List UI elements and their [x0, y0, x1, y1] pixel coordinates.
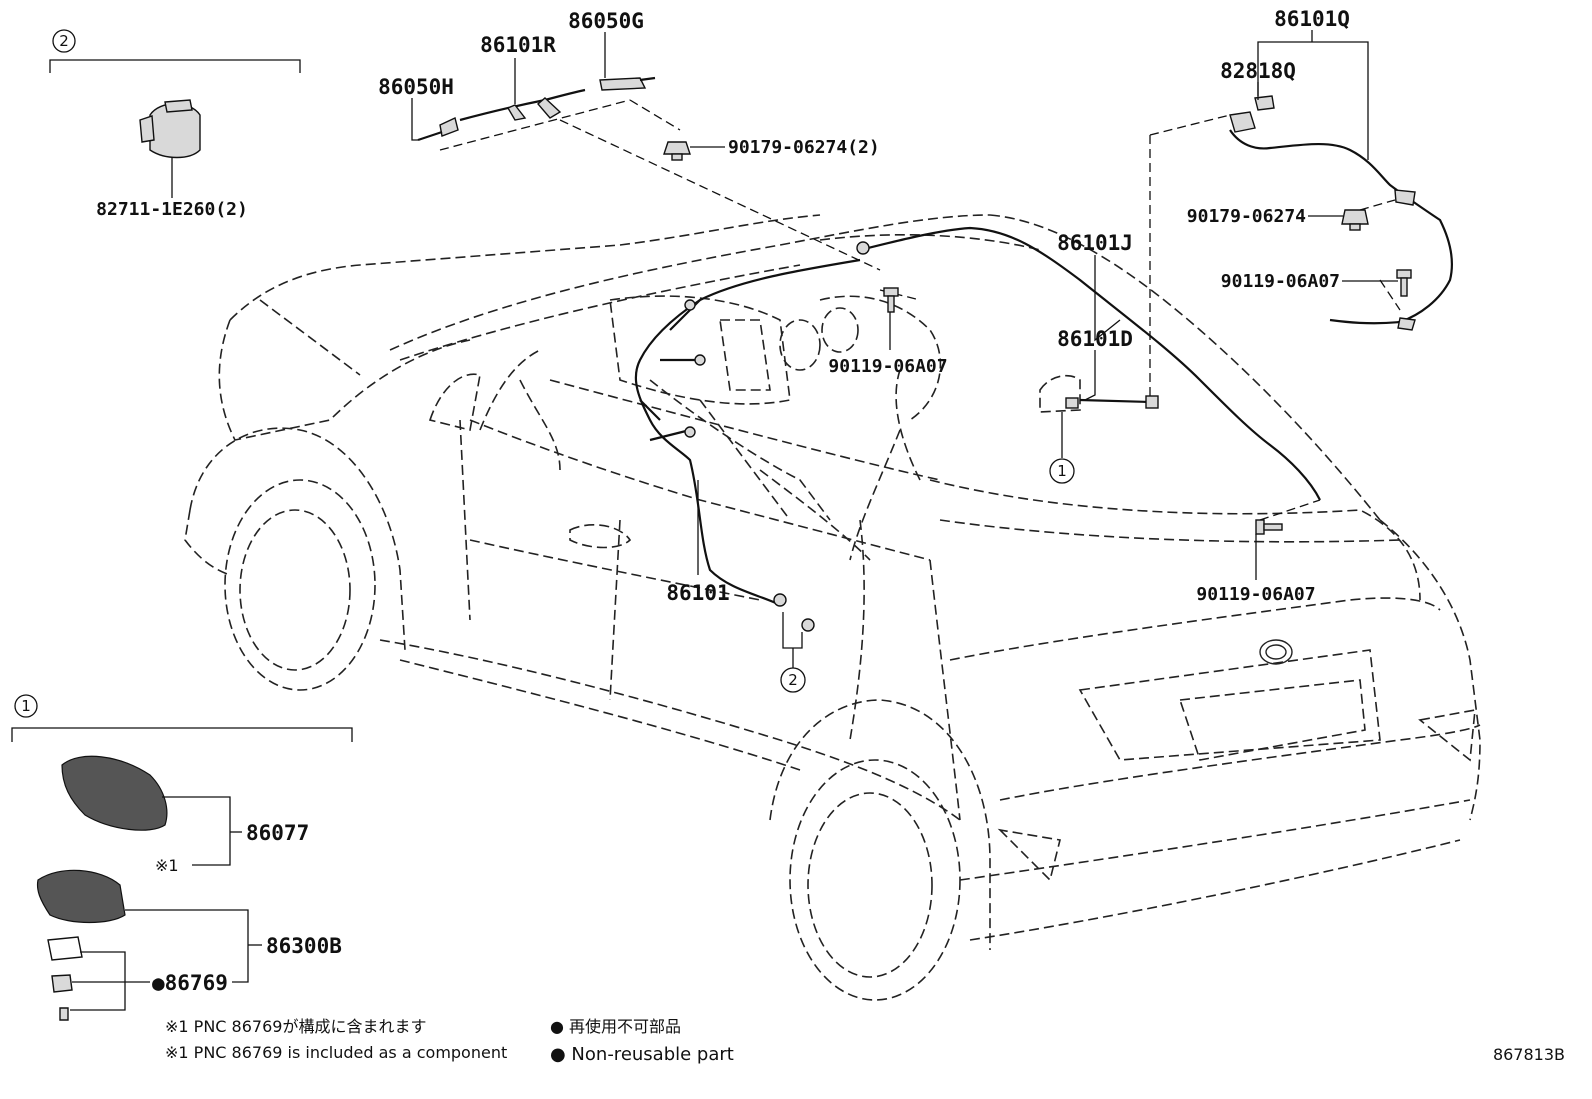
legend-en: ● Non-reusable part — [550, 1044, 734, 1065]
car-body-outline — [184, 214, 1481, 1001]
clip-90179-06274-top — [663, 141, 691, 161]
wire-harness-roof — [856, 226, 1321, 501]
clip-90179-06274-right — [1341, 209, 1369, 231]
part-82711-connector — [139, 99, 201, 198]
label-86769: ●86769 — [152, 971, 228, 995]
label-86077: 86077 — [246, 821, 309, 845]
wire-harness-main — [634, 258, 861, 632]
label-90119-06A07-rear: 90119-06A07 — [1196, 584, 1315, 605]
label-86101: 86101 — [666, 581, 729, 605]
reference-lines — [439, 99, 1401, 521]
label-90119-06A07-center: 90119-06A07 — [828, 356, 947, 377]
label-86050H: 86050H — [378, 75, 454, 99]
label-86050G: 86050G — [568, 9, 644, 33]
label-82711-1E260: 82711-1E260(2) — [96, 199, 248, 220]
label-86101Q: 86101Q — [1274, 7, 1350, 31]
circled-callout-1-inset: 1 — [14, 694, 38, 718]
label-86101D: 86101D — [1057, 327, 1133, 351]
circled-callout-2-car: 2 — [780, 667, 806, 693]
bolt-90119-06A07-right — [1396, 269, 1412, 297]
svg-text:2: 2 — [788, 671, 798, 689]
legend-jp: ● 再使用不可部品 — [550, 1017, 681, 1036]
circled-callout-1-car: 1 — [1049, 458, 1075, 484]
bolt-90119-06A07-center — [883, 287, 899, 313]
note-en: ※1 PNC 86769 is included as a component — [165, 1043, 507, 1062]
svg-text:2: 2 — [59, 32, 69, 50]
label-90119-06A07-right: 90119-06A07 — [1221, 271, 1340, 292]
label-star1: ※1 — [155, 856, 179, 875]
leader-lines — [11, 30, 1398, 1011]
note-jp: ※1 PNC 86769が構成に含まれます — [165, 1017, 426, 1036]
circled-callout-2-top: 2 — [52, 29, 76, 53]
part-86077-antenna-cover — [61, 755, 168, 831]
figure-number: 867813B — [1493, 1045, 1565, 1064]
label-86101J: 86101J — [1057, 231, 1133, 255]
wire-harness-86101Q — [1229, 95, 1454, 331]
label-90179-06274-right: 90179-06274 — [1187, 206, 1306, 227]
label-86300B: 86300B — [266, 934, 342, 958]
bolt-90119-06A07-rear — [1255, 519, 1283, 535]
label-90179-06274-2: 90179-06274(2) — [728, 137, 880, 158]
label-82818Q: 82818Q — [1220, 59, 1296, 83]
label-86101R: 86101R — [480, 33, 556, 57]
part-86300B-antenna-base — [36, 869, 126, 1021]
svg-text:1: 1 — [21, 697, 31, 715]
wire-harness-86101R — [417, 76, 656, 142]
svg-text:1: 1 — [1057, 462, 1067, 480]
